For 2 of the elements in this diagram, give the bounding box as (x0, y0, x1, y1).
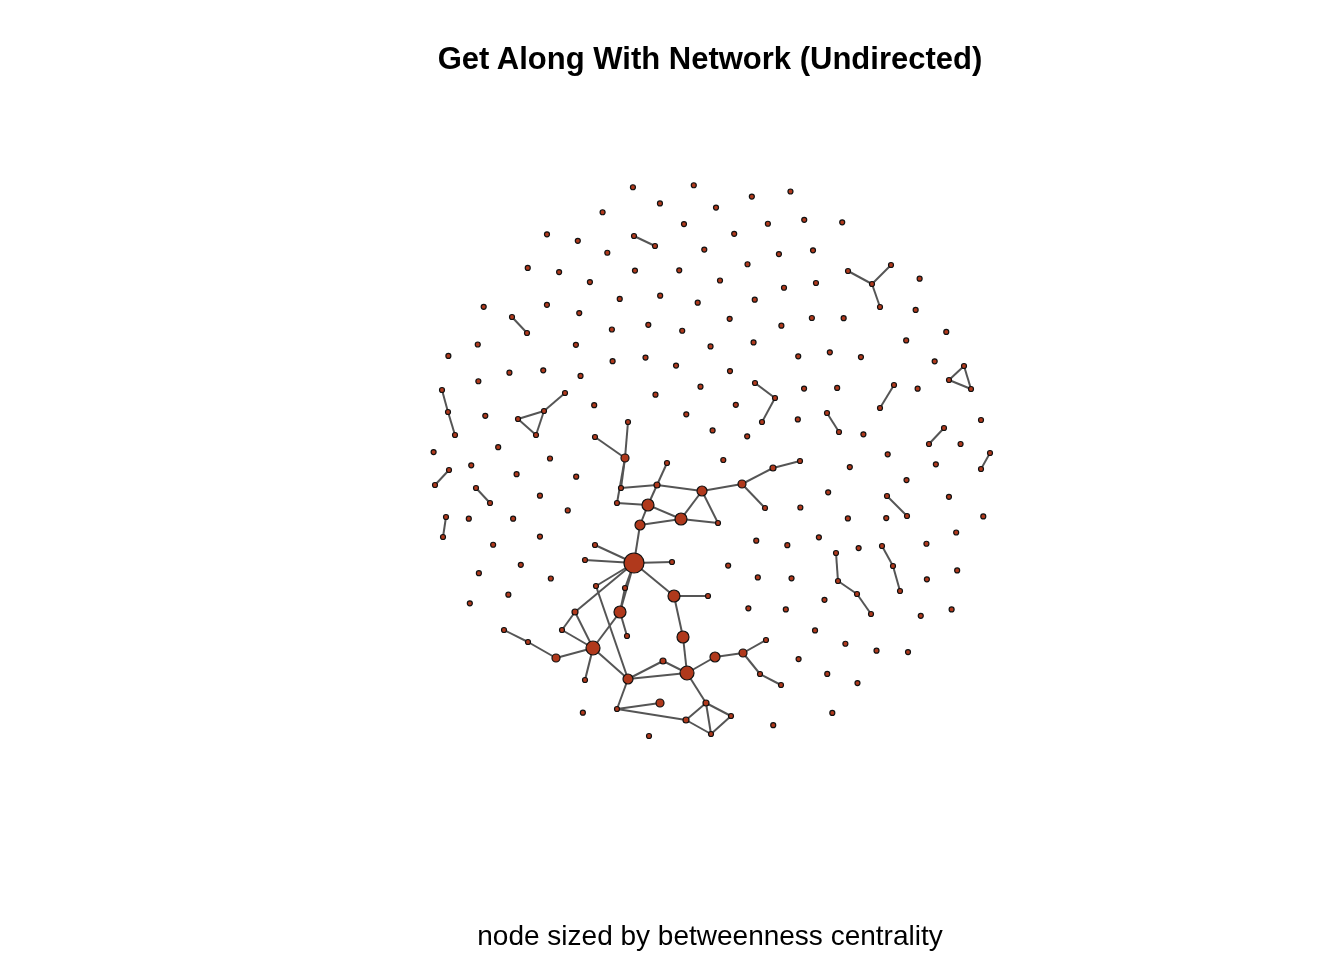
caption: node sized by betweenness centrality (476, 920, 944, 952)
chart-title: Get Along With Network (Undirected) (436, 40, 984, 78)
